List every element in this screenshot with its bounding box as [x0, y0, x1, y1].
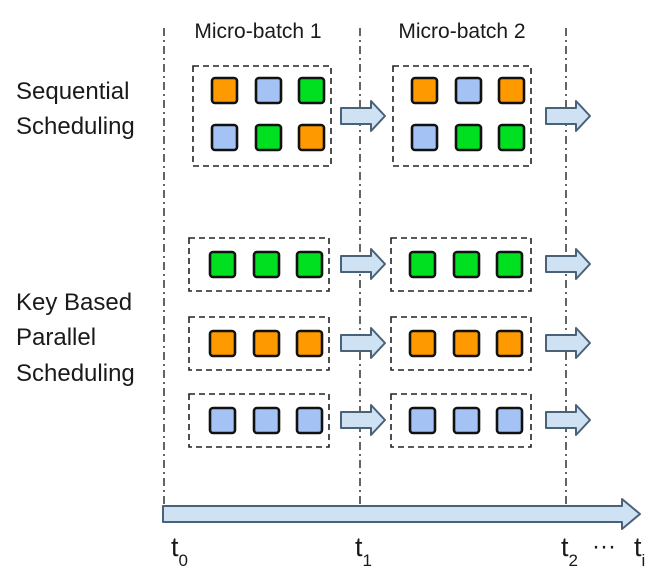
time-label-t0-sub: 0 [179, 551, 188, 570]
key-based-label-line-1: Key Based [16, 289, 132, 316]
micro-batch-1-header: Micro-batch 1 [194, 20, 321, 43]
parallel-row-1-group-1 [188, 237, 330, 292]
time-label-ti-sub: i [642, 551, 646, 570]
parallel-row-1-arrow-2 [545, 248, 591, 280]
flow-arrows [340, 100, 591, 436]
task-square-blue [452, 406, 481, 435]
time-label-t0: t0 [171, 532, 188, 570]
time-label-t2: t2 [561, 532, 578, 570]
sequential-group-1-box [192, 65, 332, 167]
parallel-row-2-group-1 [188, 316, 330, 371]
task-square-green [452, 250, 481, 279]
task-square-blue [408, 406, 437, 435]
task-square-green [254, 123, 283, 152]
task-square-green [497, 123, 526, 152]
task-square-blue [254, 76, 283, 105]
parallel-row-2-arrow-1 [340, 327, 386, 359]
task-square-green [208, 250, 237, 279]
task-square-blue [410, 123, 439, 152]
time-label-t1-base: t [355, 532, 363, 562]
task-square-blue [210, 123, 239, 152]
task-square-green [495, 250, 524, 279]
task-square-orange [208, 329, 237, 358]
key-based-label-line-2: Parallel [16, 324, 96, 351]
time-label-t2-base: t [561, 532, 569, 562]
task-square-orange [252, 329, 281, 358]
task-square-green [454, 123, 483, 152]
time-label-t1-sub: 1 [363, 551, 372, 570]
micro-batch-2-header: Micro-batch 2 [398, 20, 525, 43]
task-groups [188, 65, 532, 448]
parallel-row-1-group-1-box [188, 237, 330, 292]
task-square-orange [495, 329, 524, 358]
sequential-group-2 [392, 65, 532, 167]
sequential-label-line-2: Scheduling [16, 113, 135, 140]
parallel-row-2-arrow-2 [545, 327, 591, 359]
sequential-group-2-box [392, 65, 532, 167]
time-label-ti-base: t [634, 532, 642, 562]
parallel-row-1-group-2-box [390, 237, 532, 292]
parallel-row-3-arrow-2 [545, 404, 591, 436]
parallel-row-1-group-2 [390, 237, 532, 292]
task-square-green [252, 250, 281, 279]
parallel-row-3-group-1-box [188, 393, 330, 448]
time-label-t0-base: t [171, 532, 179, 562]
task-square-blue [295, 406, 324, 435]
timeline-arrow [162, 498, 641, 530]
parallel-row-3-arrow-1 [340, 404, 386, 436]
parallel-row-2-group-2 [390, 316, 532, 371]
parallel-row-3-group-1 [188, 393, 330, 448]
task-square-orange [210, 76, 239, 105]
task-square-blue [208, 406, 237, 435]
time-label-ti: ti [634, 532, 645, 570]
task-square-orange [408, 329, 437, 358]
task-square-green [408, 250, 437, 279]
parallel-row-3-group-2 [390, 393, 532, 448]
sequential-arrow-2 [545, 100, 591, 132]
timeline-arrow-shape [162, 498, 641, 530]
parallel-row-2-group-1-box [188, 316, 330, 371]
task-square-orange [410, 76, 439, 105]
parallel-row-1-arrow-1 [340, 248, 386, 280]
task-square-orange [497, 76, 526, 105]
task-square-blue [495, 406, 524, 435]
sequential-label-line-1: Sequential [16, 78, 129, 105]
task-square-blue [252, 406, 281, 435]
sequential-group-1 [192, 65, 332, 167]
task-square-orange [452, 329, 481, 358]
parallel-row-2-group-2-box [390, 316, 532, 371]
task-square-green [297, 76, 326, 105]
task-square-green [295, 250, 324, 279]
task-square-orange [297, 123, 326, 152]
task-square-blue [454, 76, 483, 105]
task-square-orange [295, 329, 324, 358]
time-ellipsis: ··· [592, 533, 616, 560]
parallel-row-3-group-2-box [390, 393, 532, 448]
sequential-arrow-1 [340, 100, 386, 132]
time-label-t2-sub: 2 [569, 551, 578, 570]
time-label-t1: t1 [355, 532, 372, 570]
key-based-label-line-3: Scheduling [16, 360, 135, 387]
